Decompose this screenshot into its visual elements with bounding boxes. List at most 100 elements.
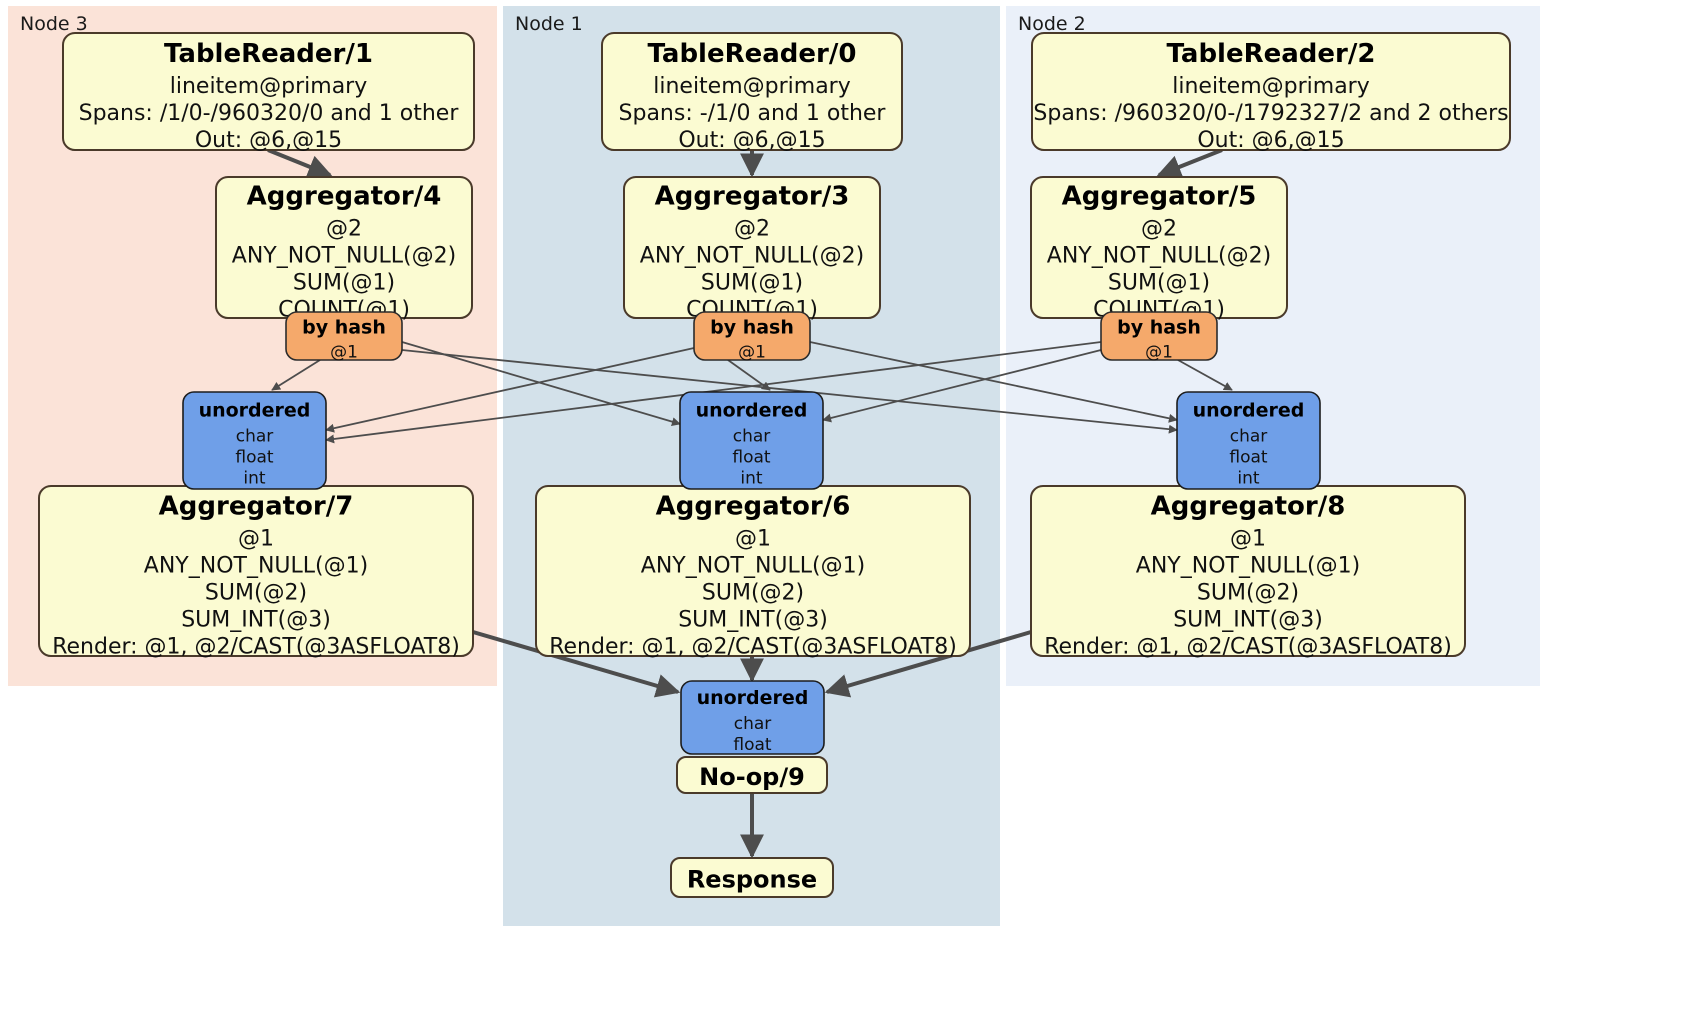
processor-detail-line: SUM(@1) [1108, 271, 1210, 296]
processor-title: Aggregator/6 [656, 492, 851, 522]
stream-detail-line: char [733, 427, 771, 447]
processor-detail-line: SUM(@1) [701, 271, 803, 296]
processor-detail-line: lineitem@primary [170, 74, 368, 99]
stream-box[interactable] [1176, 391, 1321, 490]
node-panel-label: Node 1 [515, 13, 583, 35]
stream-box[interactable] [182, 391, 327, 490]
terminal-box[interactable] [676, 756, 828, 794]
router-by-hash-middle[interactable]: by hash @1 [693, 311, 811, 363]
processor-title: Aggregator/5 [1062, 182, 1257, 212]
stream-title: unordered [199, 400, 311, 422]
stream-detail-line: int [740, 469, 762, 489]
processor-detail-line: @2 [1141, 217, 1177, 242]
processor-aggregator-4[interactable]: Aggregator/4@2ANY_NOT_NULL(@2)SUM(@1)COU… [215, 176, 473, 323]
processor-title: Aggregator/3 [655, 182, 850, 212]
processor-box[interactable] [601, 32, 903, 151]
processor-title: Aggregator/8 [1151, 492, 1346, 522]
processor-box[interactable] [62, 32, 475, 151]
processor-detail-line: Spans: -/1/0 and 1 other [619, 101, 887, 126]
router-box[interactable] [1100, 311, 1218, 361]
edge-hashR-to-unL [325, 341, 1102, 444]
stream-detail-line: float [235, 448, 274, 468]
router-title: by hash [1117, 317, 1201, 339]
processor-detail-line: Render: @1, @2/CAST(@3ASFLOAT8) [1044, 635, 1452, 660]
processor-aggregator-5[interactable]: Aggregator/5@2ANY_NOT_NULL(@2)SUM(@1)COU… [1030, 176, 1288, 323]
router-box[interactable] [285, 311, 403, 361]
processor-detail-line: ANY_NOT_NULL(@2) [640, 244, 864, 269]
processor-title: TableReader/1 [164, 39, 373, 69]
processor-detail-line: ANY_NOT_NULL(@2) [1047, 244, 1271, 269]
stream-detail-line: char [236, 427, 274, 447]
processor-title: Aggregator/4 [247, 182, 442, 212]
processor-title: Aggregator/7 [159, 492, 354, 522]
router-by-hash-left[interactable]: by hash@1 [285, 311, 403, 363]
processor-aggregator-6[interactable]: Aggregator/6@1ANY_NOT_NULL(@1)SUM(@2)SUM… [535, 485, 971, 660]
edge-hashM-to-unR [809, 341, 1178, 423]
terminal-box[interactable] [670, 857, 834, 898]
processor-detail-line: Render: @1, @2/CAST(@3ASFLOAT8) [52, 635, 460, 660]
processor-aggregator-3[interactable]: Aggregator/3@2ANY_NOT_NULL(@2)SUM(@1)COU… [623, 176, 881, 323]
stream-detail-line: float [733, 735, 772, 755]
stream-box[interactable] [680, 680, 825, 755]
terminal-title: Response [687, 866, 817, 894]
stream-detail-line: char [734, 714, 772, 734]
terminal-response[interactable]: Response [670, 857, 834, 898]
edge-tr1-to-agg4 [267, 148, 333, 179]
processor-box[interactable] [1031, 32, 1511, 151]
edge-hashL-to-unL [271, 359, 321, 391]
processor-detail-line: Render: @1, @2/CAST(@3ASFLOAT8) [549, 635, 957, 660]
processor-detail-line: SUM(@2) [205, 581, 307, 606]
processor-detail-line: Out: @6,@15 [195, 128, 342, 153]
edge-hashM-to-unL [325, 347, 695, 433]
processor-detail-line: SUM(@2) [1197, 581, 1299, 606]
processor-detail-line: ANY_NOT_NULL(@2) [232, 244, 456, 269]
stream-title: unordered [696, 400, 808, 422]
node-panel-label: Node 2 [1018, 13, 1086, 35]
processor-detail-line: ANY_NOT_NULL(@1) [144, 554, 368, 579]
stream-title: unordered [697, 687, 809, 709]
processor-detail-line: @1 [735, 527, 771, 552]
processor-detail-line: Spans: /960320/0-/1792327/2 and 2 others [1033, 101, 1508, 126]
edges-layer [267, 148, 1233, 859]
processor-detail-line: Out: @6,@15 [1197, 128, 1344, 153]
processor-detail-line: SUM_INT(@3) [1173, 608, 1323, 633]
processor-aggregator-8[interactable]: Aggregator/8 @1ANY_NOT_NULL(@1)SUM(@2)SUM… [1030, 485, 1466, 660]
processor-detail-line: ANY_NOT_NULL(@1) [1136, 554, 1360, 579]
stream-detail-line: float [732, 448, 771, 468]
stream-box[interactable] [679, 391, 824, 490]
processor-detail-line: @1 [238, 527, 274, 552]
router-by-hash-right[interactable]: by hash@1 [1100, 311, 1218, 363]
router-detail-line: @1 [738, 343, 766, 363]
edge-agg7-to-final [472, 630, 681, 698]
edge-hashL-to-unR [401, 349, 1178, 434]
processor-detail-line: ANY_NOT_NULL(@1) [641, 554, 865, 579]
processor-detail-line: lineitem@primary [653, 74, 851, 99]
terminal-no-op-9[interactable]: No-op/9 [676, 756, 828, 794]
stream-detail-line: int [243, 469, 265, 489]
edge-agg8-to-final [824, 630, 1032, 698]
stream-detail-line: float [1229, 448, 1268, 468]
processor-detail-line: Out: @6,@15 [678, 128, 825, 153]
stream-detail-line: int [1237, 469, 1259, 489]
processor-detail-line: SUM(@2) [702, 581, 804, 606]
stream-title: unordered [1193, 400, 1305, 422]
node-panel-label: Node 3 [20, 13, 88, 35]
processor-aggregator-7[interactable]: Aggregator/7@1ANY_NOT_NULL(@1)SUM(@2)SUM… [38, 485, 474, 660]
processor-detail-line: SUM(@1) [293, 271, 395, 296]
router-box[interactable] [693, 311, 811, 361]
processor-detail-line: Spans: /1/0-/960320/0 and 1 other [79, 101, 460, 126]
processor-title: TableReader/2 [1167, 39, 1376, 69]
router-title: by hash [710, 317, 794, 339]
edge-hashR-to-unM [822, 349, 1102, 423]
stream-detail-line: char [1230, 427, 1268, 447]
processor-detail-line: @1 [1230, 527, 1266, 552]
